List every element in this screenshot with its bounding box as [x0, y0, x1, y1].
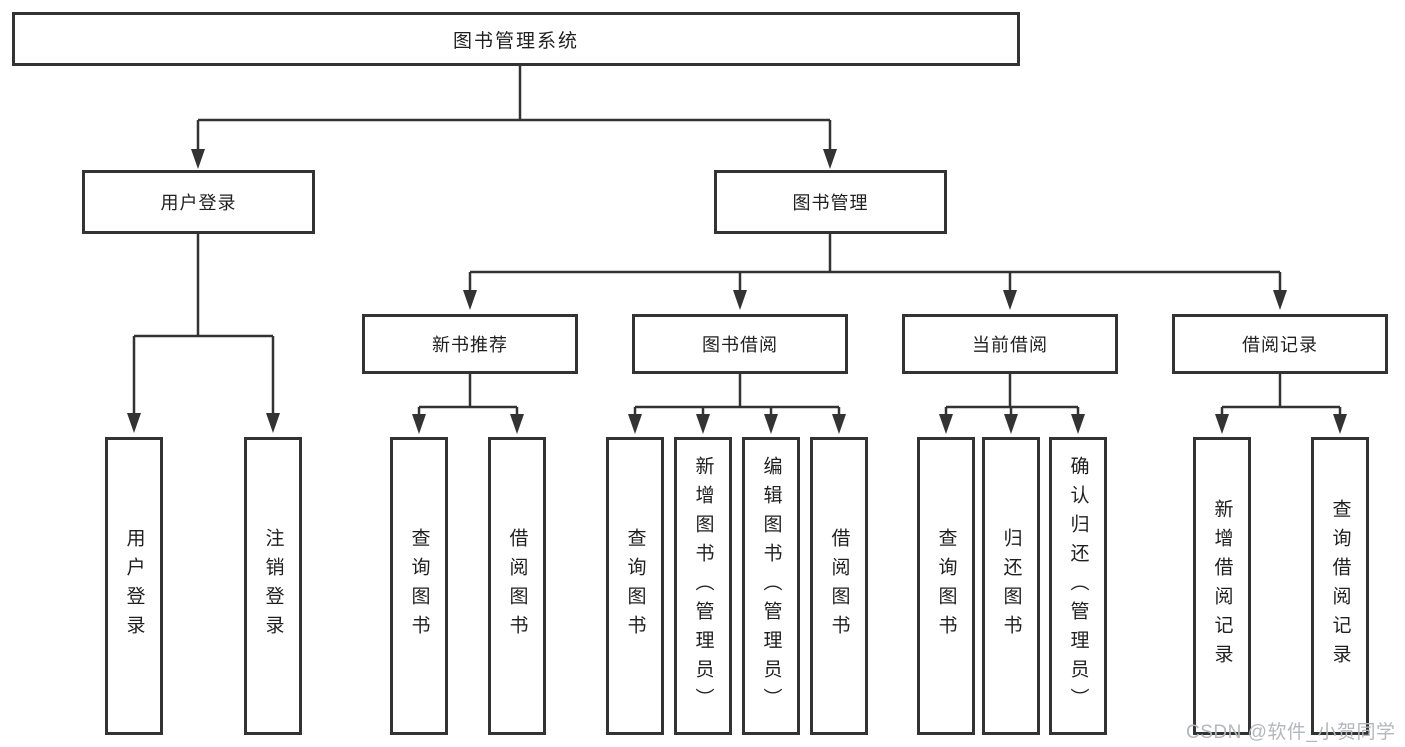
leaf-query-books-recommend: 查询图书 [390, 437, 448, 735]
leaf-query-borrow-record-label: 查询借阅记录 [1329, 499, 1351, 673]
node-book-management: 图书管理 [714, 170, 947, 234]
leaf-add-books-admin-label: 新增图书（管理员） [692, 455, 714, 717]
leaf-return-books: 归还图书 [982, 437, 1040, 735]
leaf-query-books-recommend-label: 查询图书 [408, 528, 430, 644]
leaf-borrow-books: 借阅图书 [810, 437, 868, 735]
edge-borrow-records-to-leaves [1215, 374, 1347, 434]
edge-user-login-to-leaves [127, 234, 280, 433]
leaf-borrow-books-recommend-label: 借阅图书 [506, 528, 528, 644]
leaf-confirm-return-admin: 确认归还（管理员） [1049, 437, 1107, 735]
leaf-query-borrow-record: 查询借阅记录 [1311, 437, 1369, 735]
leaf-add-books-admin: 新增图书（管理员） [674, 437, 732, 735]
edge-book-borrow-to-leaves [628, 374, 846, 434]
leaf-return-books-label: 归还图书 [1000, 528, 1022, 644]
leaf-edit-books-admin-label: 编辑图书（管理员） [760, 455, 782, 717]
node-library-management-system: 图书管理系统 [12, 12, 1020, 66]
leaf-query-books-borrow-label: 查询图书 [624, 528, 646, 644]
leaf-add-borrow-record-label: 新增借阅记录 [1211, 499, 1233, 673]
leaf-confirm-return-admin-label: 确认归还（管理员） [1067, 455, 1089, 717]
edge-book-management-to-level3 [463, 234, 1287, 310]
node-book-borrow: 图书借阅 [632, 314, 848, 374]
node-borrow-records: 借阅记录 [1172, 314, 1388, 374]
leaf-query-books-current: 查询图书 [917, 437, 975, 735]
leaf-logout-label: 注销登录 [262, 528, 284, 644]
edge-new-book-recommend-to-leaves [412, 374, 524, 434]
leaf-user-login: 用户登录 [105, 437, 163, 735]
node-user-login: 用户登录 [82, 170, 315, 234]
leaf-borrow-books-recommend: 借阅图书 [488, 437, 546, 735]
leaf-query-books-current-label: 查询图书 [935, 528, 957, 644]
node-new-book-recommend: 新书推荐 [362, 314, 578, 374]
csdn-watermark: CSDN @软件_小贺同学 [1186, 722, 1396, 743]
leaf-edit-books-admin: 编辑图书（管理员） [742, 437, 800, 735]
node-current-borrow: 当前借阅 [902, 314, 1118, 374]
leaf-borrow-books-label: 借阅图书 [828, 528, 850, 644]
leaf-query-books-borrow: 查询图书 [606, 437, 664, 735]
leaf-add-borrow-record: 新增借阅记录 [1193, 437, 1251, 735]
leaf-logout: 注销登录 [244, 437, 302, 735]
edge-root-to-level2 [191, 66, 837, 169]
leaf-user-login-label: 用户登录 [123, 528, 145, 644]
edge-current-borrow-to-leaves [939, 374, 1085, 434]
